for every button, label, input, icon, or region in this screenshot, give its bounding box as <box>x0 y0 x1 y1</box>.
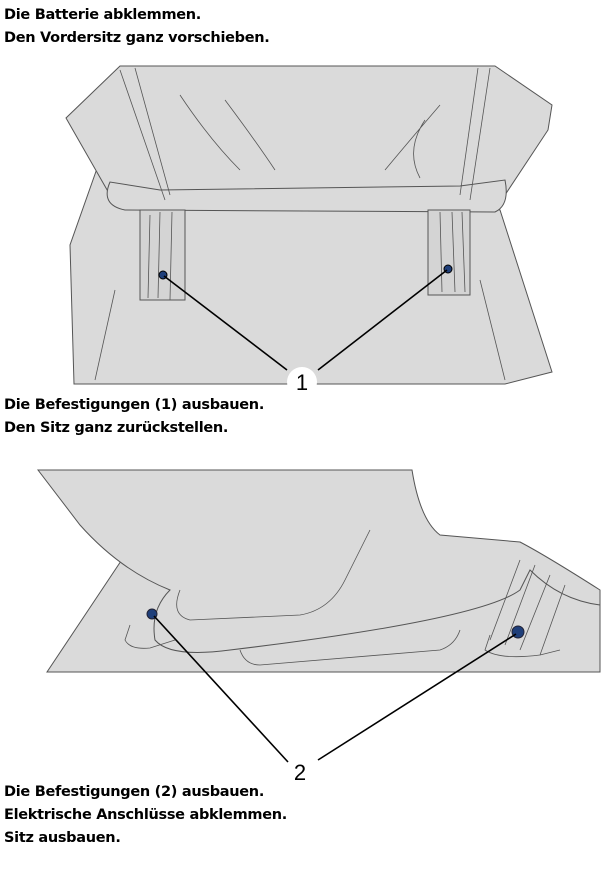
instruction-line: Die Batterie abklemmen. <box>4 7 202 23</box>
figure-2-seat-rear: 2 <box>36 469 601 785</box>
instruction-step-1: Die Batterie abklemmen. Den Vordersitz g… <box>4 4 270 50</box>
callout-2: 2 <box>294 760 306 785</box>
right-rail <box>427 209 471 296</box>
callout-1: 1 <box>296 370 308 395</box>
seat-cushion <box>106 179 507 213</box>
left-rail <box>139 209 186 301</box>
figure-1-seat-rails: 1 <box>65 65 553 397</box>
instruction-line: Den Sitz ganz zurückstellen. <box>4 420 229 436</box>
instruction-line: Die Befestigungen (2) ausbauen. <box>4 784 265 800</box>
instruction-line: Elektrische Anschlüsse abklemmen. <box>4 807 287 823</box>
instruction-step-3: Die Befestigungen (2) ausbauen. Elektris… <box>4 781 287 850</box>
seat-back <box>65 65 553 196</box>
instruction-line: Die Befestigungen (1) ausbauen. <box>4 397 265 413</box>
instruction-line: Sitz ausbauen. <box>4 830 121 846</box>
instruction-step-2: Die Befestigungen (1) ausbauen. Den Sitz… <box>4 394 264 440</box>
seat-body <box>36 469 601 653</box>
instruction-line: Den Vordersitz ganz vorschieben. <box>4 30 270 46</box>
